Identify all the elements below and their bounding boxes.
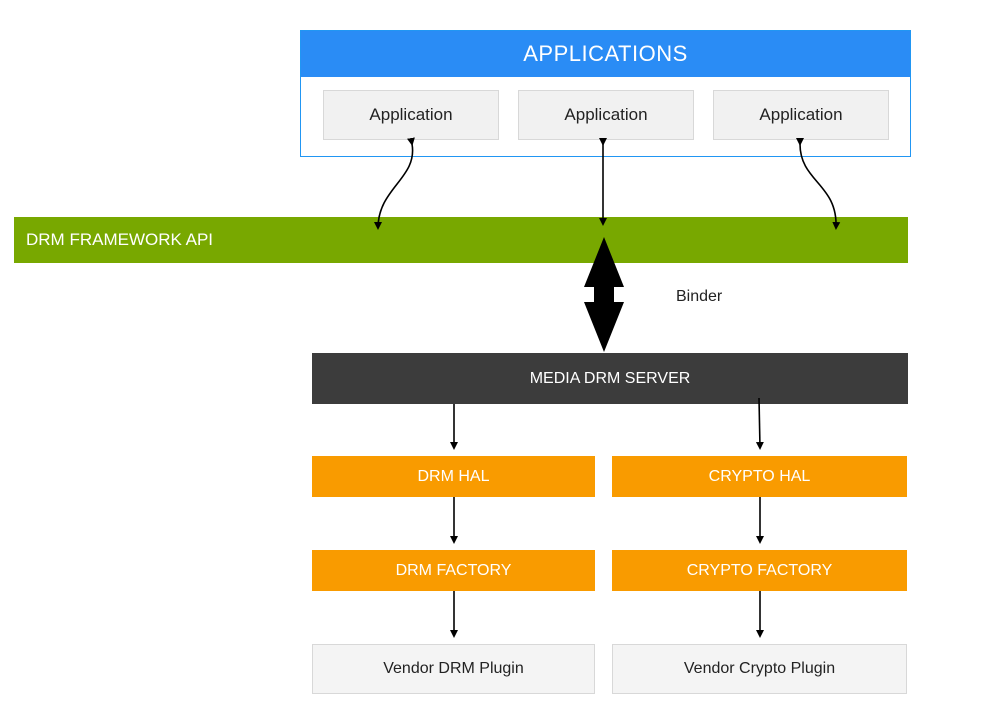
vendor-crypto-plugin-box: Vendor Crypto Plugin — [612, 644, 907, 694]
binder-label: Binder — [676, 288, 723, 305]
vendor-drm-plugin-box: Vendor DRM Plugin — [312, 644, 595, 694]
application-box-1: Application — [323, 90, 499, 140]
server-to-crypto-hal-arrow — [755, 397, 764, 450]
drm-framework-api-label: DRM FRAMEWORK API — [26, 230, 214, 249]
drm-framework-api-bar: DRM FRAMEWORK API — [14, 217, 908, 263]
app1-api-arrow — [374, 137, 415, 230]
drm-hal-box: DRM HAL — [312, 456, 595, 497]
crypto-hal-box: CRYPTO HAL — [612, 456, 907, 497]
drm-factory-box: DRM FACTORY — [312, 550, 595, 591]
binder-double-arrow — [584, 237, 624, 352]
applications-header: APPLICATIONS — [301, 31, 910, 77]
app3-api-arrow — [795, 137, 841, 230]
media-drm-server-bar: MEDIA DRM SERVER — [312, 353, 908, 404]
crypto-factory-box: CRYPTO FACTORY — [612, 550, 907, 591]
